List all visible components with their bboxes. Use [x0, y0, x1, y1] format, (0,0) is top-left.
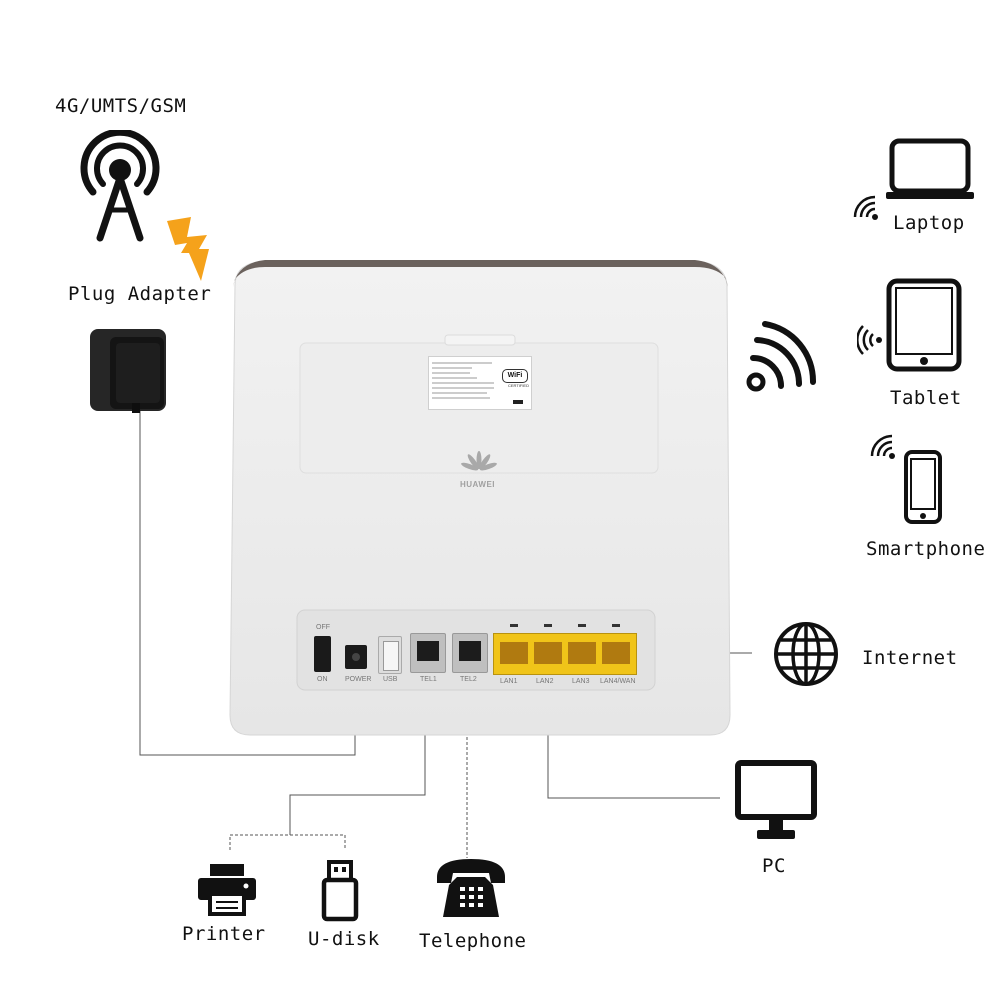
- usb-port-label: USB: [383, 676, 398, 683]
- lan1-label: LAN1: [500, 678, 518, 685]
- power-port-label: POWER: [345, 676, 372, 683]
- switch-off-label: OFF: [316, 624, 330, 631]
- tel1-port: [410, 633, 446, 673]
- printer-icon: [198, 864, 256, 916]
- wifi-certified-badge: WiFi: [502, 369, 528, 383]
- globe-icon: [774, 622, 838, 686]
- tel2-port-label: TEL2: [460, 676, 477, 683]
- smartphone-label: Smartphone: [866, 538, 986, 560]
- lan-port-block: [493, 633, 637, 675]
- laptop-label: Laptop: [893, 212, 965, 234]
- tablet-label: Tablet: [890, 387, 962, 409]
- plug-adapter-label: Plug Adapter: [68, 283, 212, 305]
- switch-on-label: ON: [317, 676, 328, 683]
- lan2-label: LAN2: [536, 678, 554, 685]
- tablet-icon: [886, 278, 962, 372]
- network-label: 4G/UMTS/GSM: [55, 95, 187, 117]
- power-port: [345, 645, 367, 669]
- usb-port: [378, 636, 402, 674]
- lan4-port: [602, 642, 630, 664]
- router-sticker: WiFi CERTIFIED: [428, 356, 532, 410]
- huawei-logo-icon: [461, 451, 497, 471]
- lan4-label: LAN4/WAN: [600, 678, 636, 685]
- power-switch[interactable]: [314, 636, 331, 672]
- lan1-port: [500, 642, 528, 664]
- lan4-led: [612, 624, 620, 627]
- u-disk-icon: [321, 860, 359, 922]
- lan3-port: [568, 642, 596, 664]
- recycle-mark: [513, 400, 523, 404]
- tel1-port-label: TEL1: [420, 676, 437, 683]
- telephone-label: Telephone: [419, 930, 527, 952]
- tablet-wifi-icon: [857, 325, 882, 355]
- laptop-icon: [886, 138, 974, 199]
- printer-label: Printer: [182, 923, 266, 945]
- pc-label: PC: [762, 855, 786, 877]
- brand-label: HUAWEI: [460, 480, 495, 489]
- cell-tower-icon: [80, 130, 160, 242]
- wifi-signal-icon: [746, 321, 817, 392]
- laptop-wifi-icon: [853, 195, 878, 220]
- lan3-label: LAN3: [572, 678, 590, 685]
- smartphone-icon: [904, 450, 942, 524]
- pc-monitor-icon: [735, 760, 817, 839]
- lightning-bolt-icon: [167, 217, 209, 281]
- smartphone-wifi-icon: [870, 434, 895, 459]
- lan2-port: [534, 642, 562, 664]
- lan3-led: [578, 624, 586, 627]
- telephone-icon: [437, 859, 505, 917]
- sticker-text-lines: [432, 362, 494, 399]
- internet-label: Internet: [862, 647, 958, 669]
- lan1-led: [510, 624, 518, 627]
- plug-adapter-icon: [90, 329, 166, 413]
- tel2-port: [452, 633, 488, 673]
- u-disk-label: U-disk: [308, 928, 380, 950]
- lan2-led: [544, 624, 552, 627]
